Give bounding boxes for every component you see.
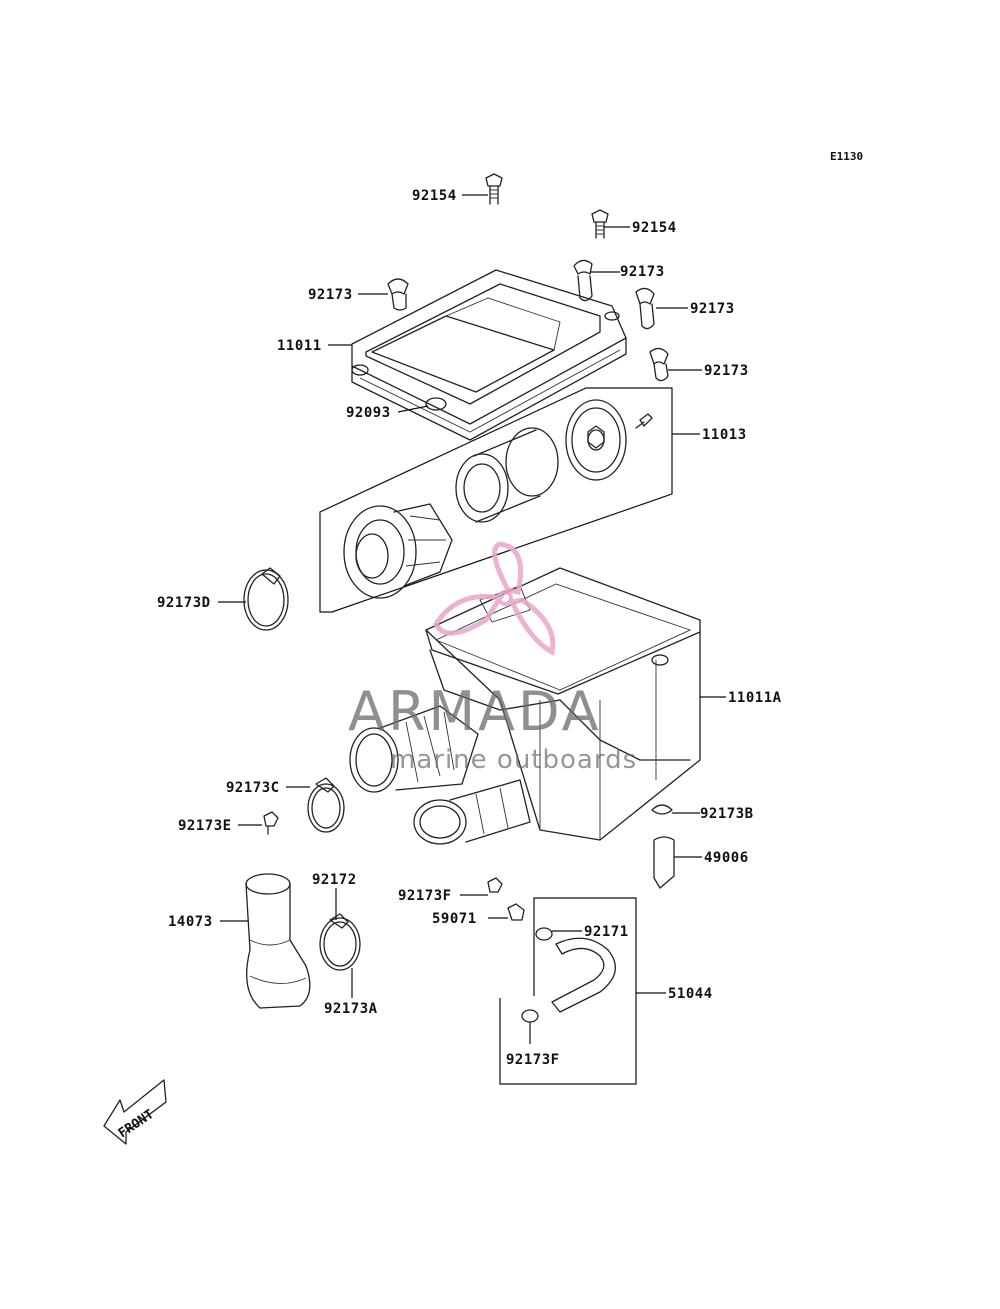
watermark: ARMADA marine outboards	[348, 541, 637, 775]
callout-labels: 92154 92154 92173 92173 92173 92173 1101…	[157, 188, 782, 1068]
callout-92173D[interactable]: 92173D	[157, 595, 211, 611]
callout-59071[interactable]: 59071	[432, 911, 477, 927]
clip-92173-right3[interactable]	[649, 347, 669, 382]
callout-92173A[interactable]: 92173A	[324, 1001, 378, 1017]
callout-11011A[interactable]: 11011A	[728, 690, 782, 706]
callout-92154-right[interactable]: 92154	[632, 220, 677, 236]
outlet-duct[interactable]	[413, 779, 531, 845]
fitting-59071[interactable]	[507, 903, 525, 921]
callout-49006[interactable]: 49006	[704, 850, 749, 866]
clip-92173E[interactable]	[263, 811, 279, 835]
inlet-duct[interactable]	[349, 705, 479, 793]
callout-92173C[interactable]: 92173C	[226, 780, 280, 796]
callout-92172[interactable]: 92172	[312, 872, 357, 888]
filter-element-foam[interactable]	[455, 427, 559, 523]
callout-92173-left[interactable]: 92173	[308, 287, 353, 303]
clip-92173-right1[interactable]	[573, 259, 593, 302]
watermark-tagline: marine outboards	[390, 745, 637, 775]
callout-14073[interactable]: 14073	[168, 914, 213, 930]
leader-lines	[218, 194, 726, 1044]
watermark-logo	[433, 541, 556, 656]
element-cap[interactable]	[565, 399, 653, 481]
clamp-92173A[interactable]	[319, 913, 361, 971]
callout-92173-right3[interactable]: 92173	[704, 363, 749, 379]
clamp-92173F-bottom[interactable]	[521, 1009, 539, 1023]
watermark-brand: ARMADA	[348, 680, 602, 743]
callout-92173-right1[interactable]: 92173	[620, 264, 665, 280]
callout-92173-right2[interactable]: 92173	[690, 301, 735, 317]
callout-92154-top[interactable]: 92154	[412, 188, 457, 204]
seal-92093[interactable]	[425, 397, 447, 411]
callout-11011[interactable]: 11011	[277, 338, 322, 354]
clip-92173F-top[interactable]	[487, 877, 503, 893]
callout-11013[interactable]: 11013	[702, 427, 747, 443]
hose-box	[499, 897, 637, 1085]
callout-92173B[interactable]: 92173B	[700, 806, 754, 822]
bolt-92154-top[interactable]	[485, 173, 503, 205]
clamp-92171[interactable]	[535, 927, 553, 941]
element-holder[interactable]	[343, 503, 453, 599]
air-cleaner-case-11011A[interactable]	[425, 567, 701, 841]
element-assembly-box	[319, 387, 673, 613]
callout-92173E[interactable]: 92173E	[178, 818, 232, 834]
duct-14073[interactable]	[245, 873, 311, 1009]
diagram-code: E1130	[830, 150, 863, 163]
callout-92173F-top[interactable]: 92173F	[398, 888, 452, 904]
clip-92173-left[interactable]	[387, 278, 409, 311]
callout-92173F-bottom[interactable]: 92173F	[506, 1052, 560, 1068]
front-arrow: FRONT	[103, 1079, 167, 1145]
air-cleaner-cover-11011[interactable]	[351, 269, 627, 441]
callout-92171[interactable]: 92171	[584, 924, 629, 940]
clamp-92173D[interactable]	[243, 567, 289, 631]
drain-49006[interactable]	[653, 836, 675, 889]
callout-51044[interactable]: 51044	[668, 986, 713, 1002]
clip-92173-right2[interactable]	[635, 287, 655, 330]
clip-92173B[interactable]	[651, 804, 673, 815]
callout-92093[interactable]: 92093	[346, 405, 391, 421]
hose-51044[interactable]	[551, 937, 616, 1013]
bolt-92154-right[interactable]	[591, 209, 609, 239]
front-arrow-label: FRONT	[116, 1107, 157, 1141]
clamp-92173C[interactable]	[307, 777, 345, 833]
